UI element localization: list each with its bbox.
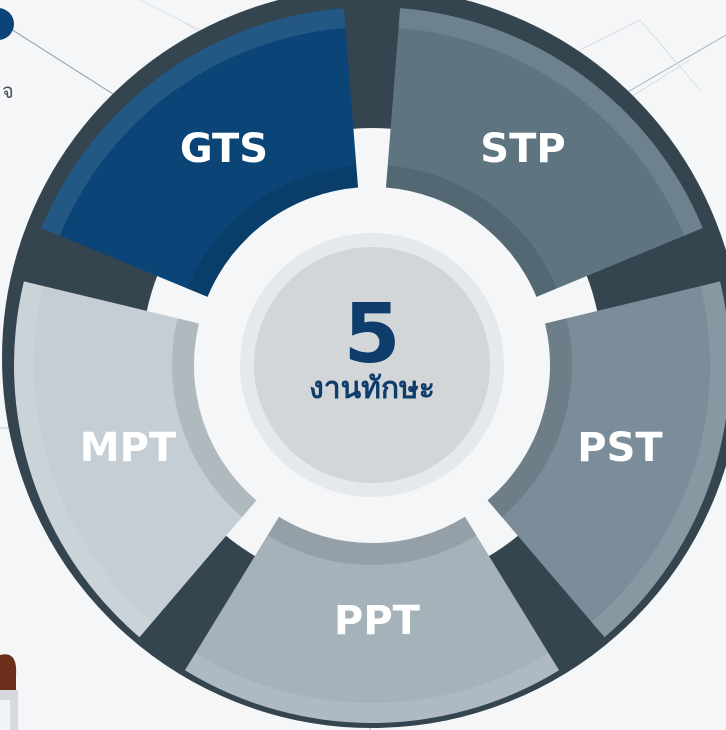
center-caption: งานทักษะ (309, 371, 435, 406)
segment-mpt-shape (14, 281, 257, 638)
segment-stp-shape (385, 8, 703, 297)
segment-mpt: MPT (14, 281, 257, 638)
segment-ppt-inner-band (267, 516, 477, 565)
segment-mpt-outer-band (14, 281, 153, 638)
segment-mpt-inner-band (171, 318, 257, 518)
center-circle (254, 247, 490, 483)
segments: GTS STP PST PPT MPT (14, 8, 726, 723)
segment-gts-outer-band (41, 8, 346, 236)
segment-gts-shape (41, 8, 359, 297)
segment-stp-label: STP (480, 126, 565, 172)
segment-gts-label: GTS (180, 126, 268, 172)
segment-ppt-outer-band (184, 653, 560, 723)
segment-ppt-label: PPT (334, 598, 421, 644)
segment-pst-inner-band (487, 318, 572, 518)
segment-ppt: PPT (184, 516, 560, 723)
segment-ppt-shape (184, 516, 560, 723)
segment-pst: PST (487, 281, 726, 638)
segment-stp-inner-band (385, 165, 557, 297)
segment-pst-label: PST (577, 425, 663, 471)
segment-gts-inner-band (187, 165, 359, 297)
center-number: 5 (343, 287, 400, 382)
segment-pst-outer-band (591, 281, 726, 638)
segment-stp: STP (385, 8, 703, 297)
segment-gts: GTS (41, 8, 359, 297)
segment-stp-outer-band (398, 8, 703, 236)
corner-badge (0, 8, 14, 40)
segment-pst-shape (487, 281, 726, 638)
person-figure-partial (0, 654, 18, 730)
side-text: จ (2, 79, 14, 103)
segment-mpt-label: MPT (80, 425, 177, 471)
